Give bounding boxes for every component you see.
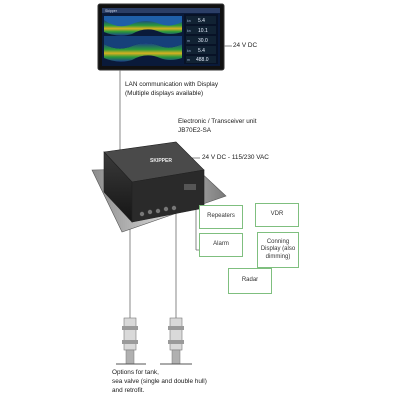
radar-box: Radar — [228, 268, 272, 294]
screen-readout-unit: m — [187, 58, 190, 62]
alarm-label: Alarm — [213, 241, 229, 248]
screen-readout: 488.0 — [196, 57, 209, 63]
conning-display-box: Conning Display (also dimming) — [257, 232, 299, 268]
screen-readout: 30.0 — [198, 38, 208, 44]
screen-readout: 10.1 — [198, 28, 208, 34]
screen-readouts: 5.4 10.1 30.0 5.4 488.0 — [196, 18, 209, 63]
screen-readout-unit: kn — [187, 49, 191, 53]
transducer-left — [116, 317, 146, 365]
vdr-box: VDR — [255, 203, 299, 227]
screen-readout-unit: kn — [187, 29, 191, 33]
alarm-box: Alarm — [199, 233, 243, 257]
screen-readout: 5.4 — [198, 18, 205, 24]
display-power-label: 24 V DC — [233, 42, 258, 49]
unit-label-line2: JB70E2-SA — [178, 127, 212, 134]
unit-brand-text: SKIPPER — [150, 158, 172, 164]
unit-label-line1: Electronic / Transceiver unit — [178, 118, 257, 125]
display-monitor — [97, 3, 225, 71]
transceiver-unit — [91, 141, 227, 233]
conning-display-text: Conning Display (also dimming) — [261, 239, 295, 262]
options-label-line2: sea valve (single and double hull) — [112, 378, 207, 385]
unit-power-label: 24 V DC - 115/230 VAC — [202, 154, 269, 161]
transducer-right — [160, 317, 192, 365]
lan-label-line1: LAN communication with Display — [125, 81, 219, 88]
screen-header-text: Skipper — [105, 9, 118, 13]
conning-label-line3: dimming) — [265, 253, 291, 260]
options-label-line1: Options for tank, — [112, 369, 159, 376]
repeaters-box: Repeaters — [199, 205, 243, 229]
options-label-line3: and retrofit. — [112, 387, 145, 394]
screen-readout-unit: kn — [187, 19, 191, 23]
conning-label-line2: Display (also — [260, 246, 296, 253]
radar-label: Radar — [241, 277, 259, 284]
repeaters-label: Repeaters — [207, 213, 235, 220]
screen-readout-unit: m — [187, 39, 190, 43]
screen-readout-units: kn kn m kn m — [187, 19, 191, 62]
vdr-label: VDR — [270, 211, 284, 218]
conning-label-line1: Conning — [266, 238, 290, 245]
lan-label-line2: (Multiple displays available) — [125, 90, 204, 97]
screen-readout: 5.4 — [198, 48, 205, 54]
